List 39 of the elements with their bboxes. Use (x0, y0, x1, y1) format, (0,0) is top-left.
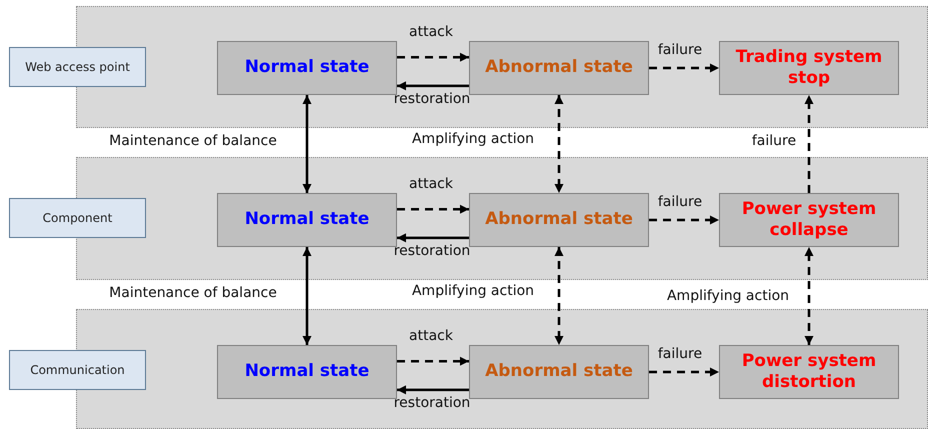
outcome-box: Trading system stop (719, 41, 899, 95)
arrow (397, 356, 469, 366)
arrow (397, 204, 469, 214)
state-box: Normal state (217, 41, 397, 95)
state-box: Normal state (217, 345, 397, 399)
row-label-box: Communication (9, 350, 146, 390)
arrow (397, 52, 469, 62)
state-box: Abnormal state (469, 193, 649, 247)
outcome-box: Power system distortion (719, 345, 899, 399)
arrow (554, 95, 564, 193)
edge-label: Amplifying action (412, 283, 534, 299)
arrow (554, 247, 564, 345)
edge-label: Amplifying action (412, 131, 534, 147)
arrow (649, 368, 719, 376)
edge-label: attack (409, 328, 453, 344)
arrow (804, 95, 814, 193)
arrow (302, 95, 312, 193)
state-box: Abnormal state (469, 345, 649, 399)
state-box: Abnormal state (469, 41, 649, 95)
edge-label: failure (752, 133, 796, 149)
outcome-box: Power system collapse (719, 193, 899, 247)
arrow (397, 385, 469, 394)
arrow (649, 216, 719, 224)
arrow (804, 247, 814, 345)
edge-label: failure (658, 42, 702, 58)
edge-label: attack (409, 176, 453, 192)
arrow (397, 81, 469, 90)
row-label-box: Component (9, 198, 146, 238)
edge-label: Maintenance of balance (109, 133, 277, 149)
arrow (397, 233, 469, 242)
state-box: Normal state (217, 193, 397, 247)
arrow (649, 64, 719, 72)
edge-label: attack (409, 24, 453, 40)
edge-label: Amplifying action (666, 288, 790, 304)
edge-label: failure (658, 346, 702, 362)
edge-label: Maintenance of balance (109, 285, 277, 301)
arrow (302, 247, 312, 345)
edge-label: failure (658, 194, 702, 210)
row-label-box: Web access point (9, 47, 146, 87)
